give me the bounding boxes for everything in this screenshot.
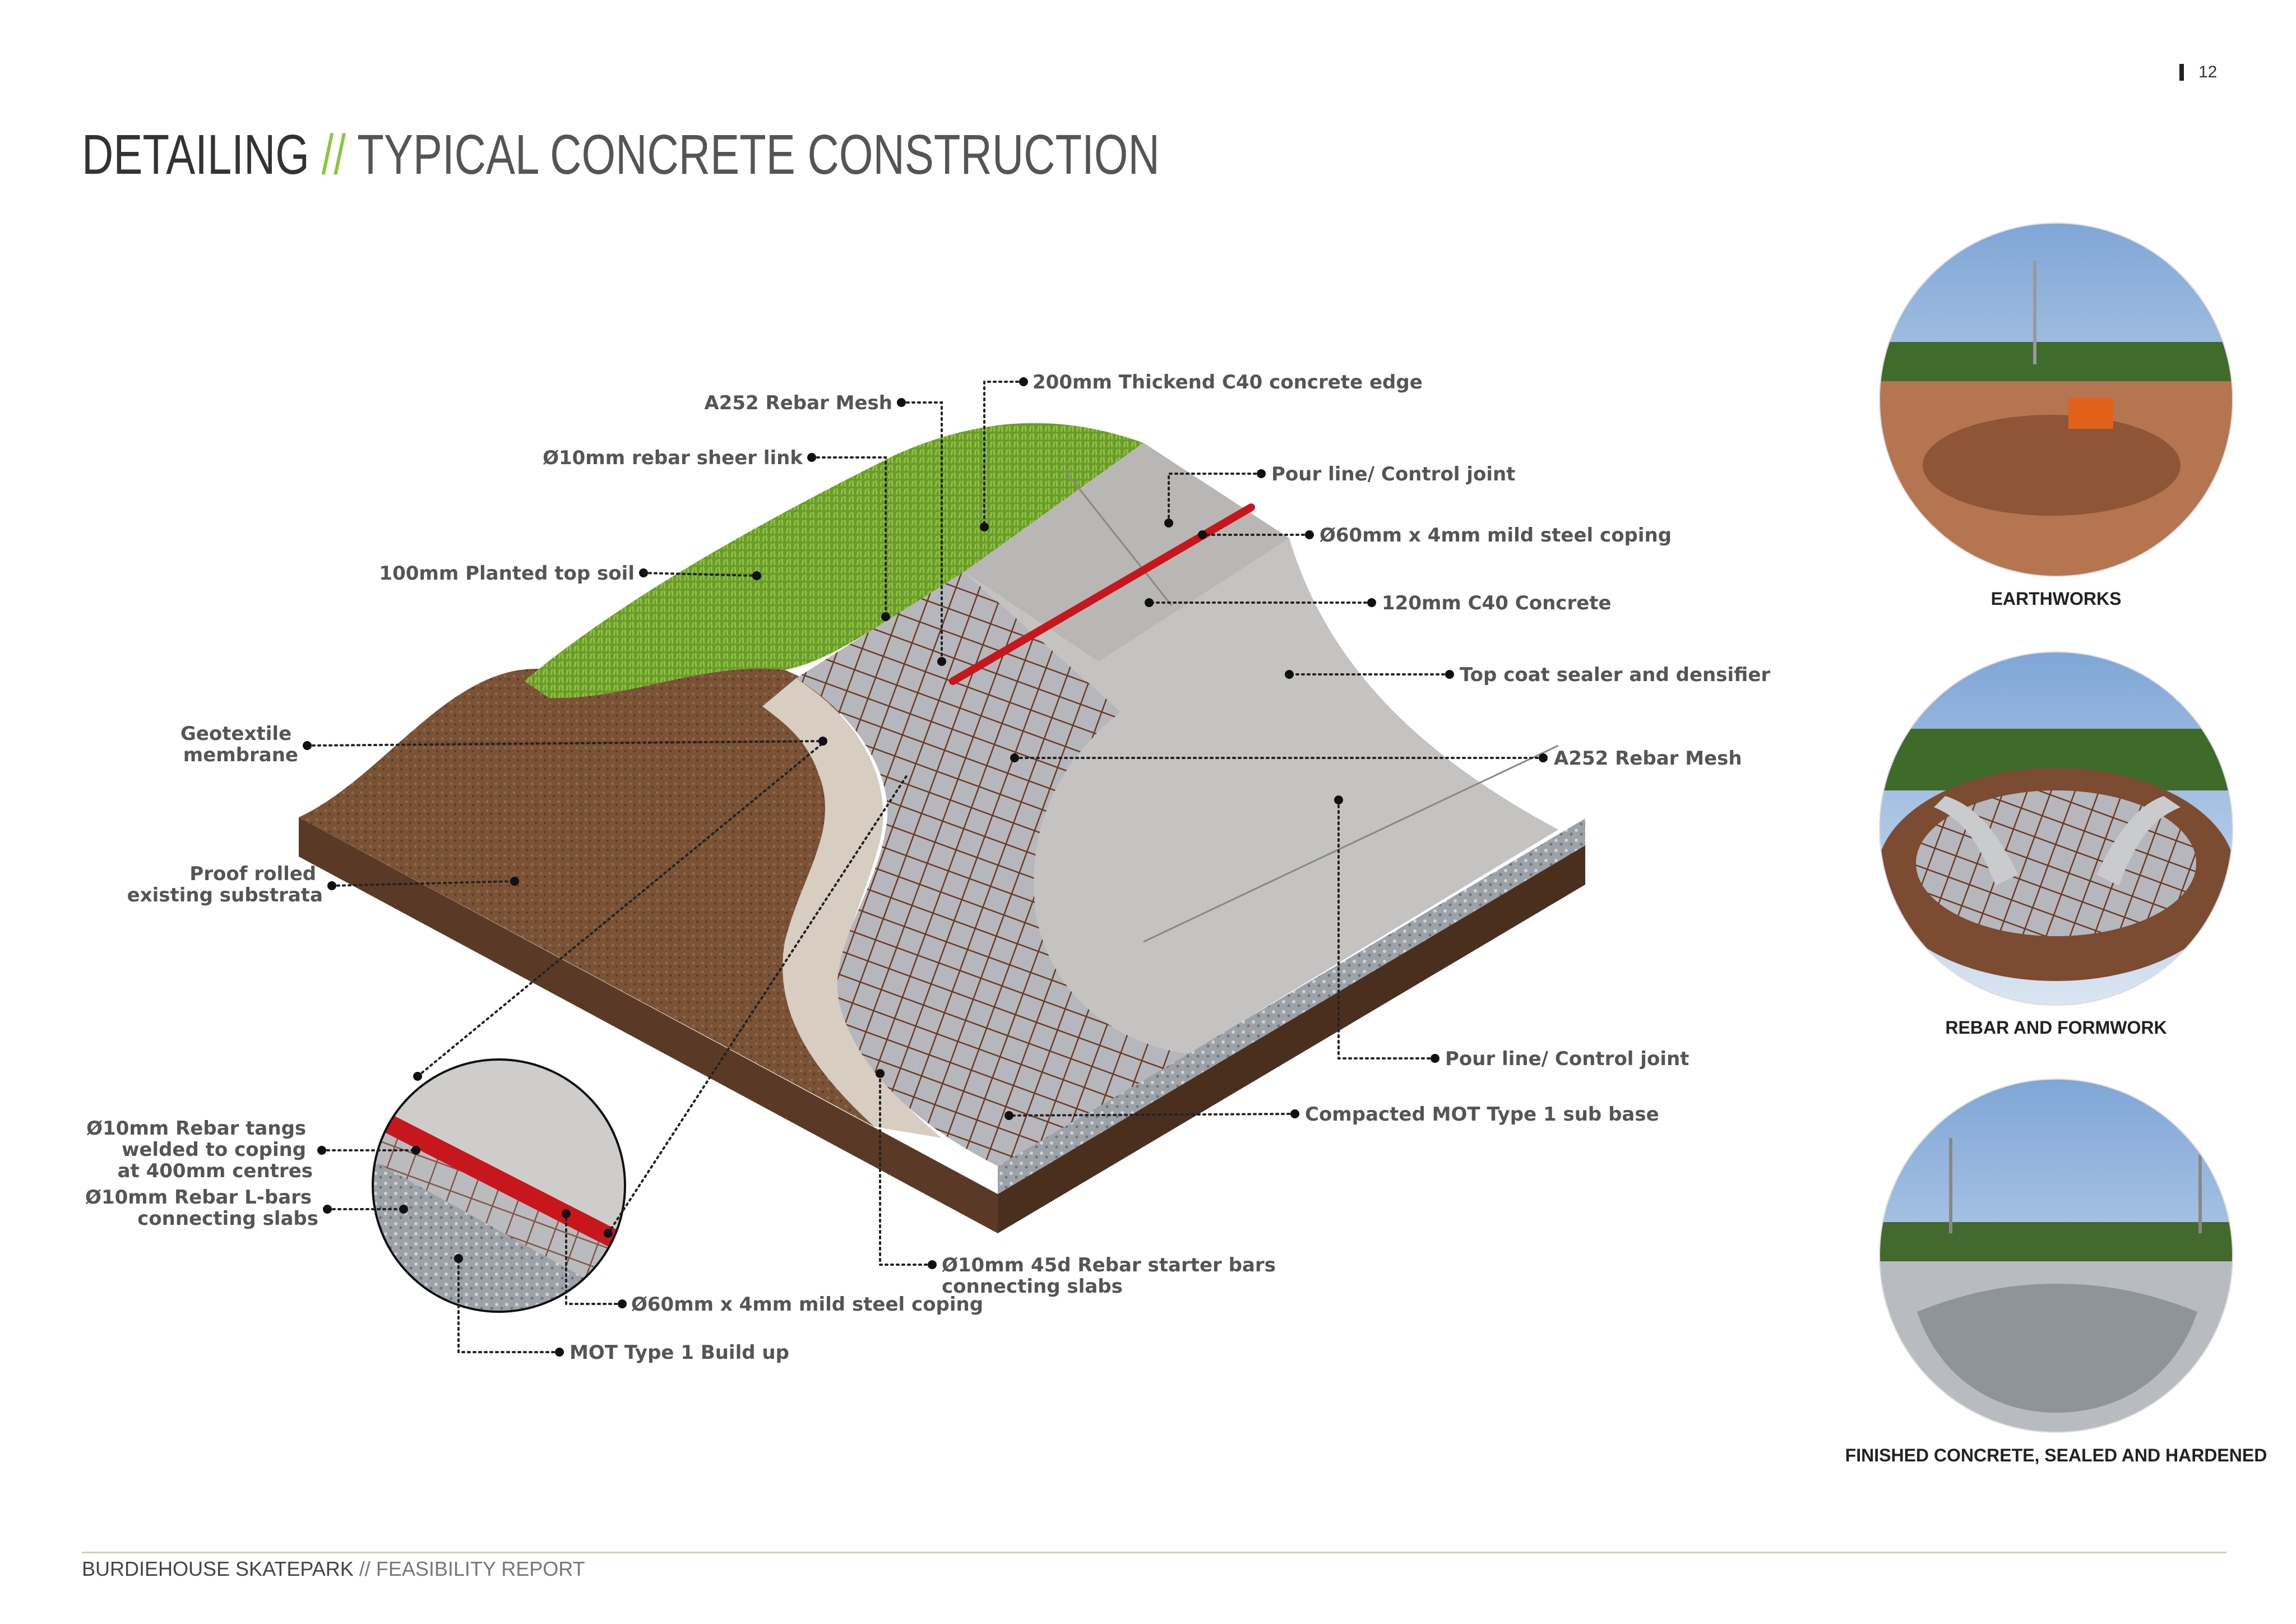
footer: BURDIEHOUSE SKATEPARK // FEASIBILITY REP…	[82, 1557, 585, 1581]
callout-pour-line-bottom: Pour line/ Control joint	[1445, 1048, 1689, 1070]
leader-top-soil	[642, 572, 758, 577]
geotextile-membrane	[762, 678, 942, 1138]
page-title: DETAILING // TYPICAL CONCRETE CONSTRUCTI…	[82, 127, 1160, 183]
photo-rebar	[1880, 652, 2233, 1005]
callout-proof-rolled-line-2: existing substrata	[127, 884, 323, 906]
block-left-face	[299, 817, 998, 1233]
callout-starter-bars-line-1: Ø10mm 45d Rebar starter bars	[942, 1254, 1276, 1276]
zoom-detail-outline	[372, 1058, 626, 1313]
leader-lines	[306, 381, 1544, 1353]
callout-starter-bars-line-2: connecting slabs	[942, 1275, 1123, 1298]
callout-coping-bottom: Ø60mm x 4mm mild steel coping	[631, 1293, 983, 1316]
leader-starter-bars	[879, 1072, 933, 1266]
footer-doc: FEASIBILITY REPORT	[376, 1557, 585, 1580]
footer-rule	[82, 1552, 2226, 1553]
leader-coping-bottom	[565, 1213, 623, 1305]
page-title-main: DETAILING	[82, 123, 309, 186]
callout-top-soil: 100mm Planted top soil	[379, 562, 635, 585]
callout-geotextile: Geotextile membrane	[180, 723, 298, 766]
leader-thickend-edge	[983, 381, 1025, 528]
footer-project: BURDIEHOUSE SKATEPARK	[82, 1557, 354, 1580]
page-title-separator: //	[321, 123, 346, 186]
callout-proof-rolled-line-1: Proof rolled	[189, 863, 316, 885]
photo-earthworks-frame	[1879, 223, 2233, 577]
callout-coping-top: Ø60mm x 4mm mild steel coping	[1320, 524, 1672, 547]
photo-finished-frame	[1879, 1079, 2233, 1433]
callout-sealer: Top coat sealer and densifier	[1460, 664, 1770, 686]
page-number: 12	[2198, 63, 2218, 81]
leader-zoom-upper	[416, 739, 828, 1077]
leader-mot-build-up	[457, 1257, 561, 1353]
page-title-sub: TYPICAL CONCRETE CONSTRUCTION	[357, 123, 1160, 186]
callout-c40-concrete: 120mm C40 Concrete	[1382, 592, 1612, 614]
mot-layer-edge	[998, 818, 1585, 1194]
callout-rebar-mesh-right: A252 Rebar Mesh	[1554, 747, 1742, 770]
caption-rebar: REBAR AND FORMWORK	[1945, 1017, 2167, 1038]
leader-pour-line-top	[1168, 473, 1262, 524]
callout-sheer-link: Ø10mm rebar sheer link	[543, 447, 803, 469]
callout-lbars-line-2: connecting slabs	[137, 1207, 318, 1230]
photo-earthworks	[1880, 223, 2233, 576]
callout-thickend-edge: 200mm Thickend C40 concrete edge	[1033, 371, 1423, 394]
leader-proof-rolled	[331, 880, 516, 887]
callout-tangs-line-1: Ø10mm Rebar tangs	[86, 1117, 306, 1140]
footer-separator: //	[359, 1557, 371, 1580]
grass-top-soil	[524, 423, 1144, 698]
leader-pour-line-bottom	[1337, 799, 1436, 1059]
callout-geotextile-line-2: membrane	[183, 744, 298, 766]
caption-finished: FINISHED CONCRETE, SEALED AND HARDENED	[1845, 1445, 2267, 1465]
callout-lbars-line-1: Ø10mm Rebar L-bars	[85, 1186, 312, 1209]
page-number-group: 12	[2179, 63, 2217, 82]
leader-dots	[303, 377, 1548, 1357]
leader-zoom-lower	[607, 772, 909, 1234]
block-right-face	[998, 845, 1585, 1233]
leader-geotextile	[306, 740, 824, 747]
callout-tangs-line-2: welded to coping	[122, 1139, 306, 1161]
leader-rebar-mesh-top	[900, 401, 943, 663]
callout-lbars: Ø10mm Rebar L-bars connecting slabs	[85, 1186, 318, 1230]
zoom-detail	[372, 1058, 626, 1313]
rebar-mesh	[796, 572, 1188, 1166]
page-number-bar	[2179, 64, 2184, 81]
callout-rebar-mesh-top: A252 Rebar Mesh	[704, 392, 892, 414]
photo-rebar-frame	[1879, 651, 2233, 1006]
callout-mot-sub-base: Compacted MOT Type 1 sub base	[1305, 1103, 1659, 1126]
concrete-deck	[964, 443, 1289, 661]
control-joint-top	[1064, 470, 1173, 606]
soil-mound	[299, 664, 874, 1127]
section-block	[299, 423, 1585, 1233]
callout-mot-build-up: MOT Type 1 Build up	[570, 1341, 789, 1364]
callout-pour-line-top: Pour line/ Control joint	[1271, 463, 1515, 485]
callout-starter-bars: Ø10mm 45d Rebar starter bars connecting …	[942, 1254, 1283, 1298]
caption-earthworks: EARTHWORKS	[1991, 589, 2122, 609]
callout-tangs-line-3: at 400mm centres	[118, 1160, 313, 1182]
control-joint-bottom	[1143, 744, 1559, 943]
leader-sheer-link	[811, 456, 887, 618]
callout-proof-rolled: Proof rolled existing substrata	[127, 863, 323, 906]
callout-geotextile-line-1: Geotextile	[180, 723, 291, 745]
callout-tangs: Ø10mm Rebar tangs welded to coping at 40…	[86, 1117, 313, 1182]
callout-labels: 200mm Thickend C40 concrete edge A252 Re…	[85, 371, 1770, 1364]
